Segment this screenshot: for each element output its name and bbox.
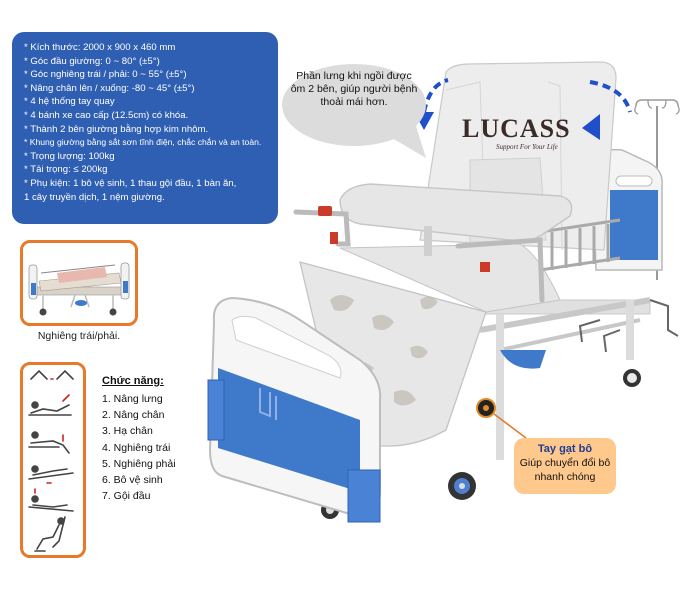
tilt-thumbnail	[20, 240, 138, 326]
raise-back-icon	[30, 369, 74, 380]
function-item: 3. Hạ chân	[102, 425, 153, 438]
function-item: 6. Bô vệ sinh	[102, 474, 163, 487]
spec-item: * Phụ kiện: 1 bô vệ sinh, 1 thau gội đầu…	[24, 177, 237, 189]
spec-item: * Trọng lượng: 100kg	[24, 150, 115, 162]
side-rail	[539, 218, 621, 272]
armrest-left	[293, 206, 351, 247]
tilt-right-icon	[28, 488, 74, 512]
functions-list: 1. Nâng lưng 2. Nâng chân 3. Hạ chân 4. …	[102, 391, 176, 504]
thumbnail-caption: Nghiêng trái/phải.	[37, 330, 121, 342]
spec-list: * Kích thước: 2000 x 900 x 460 mm * Góc …	[24, 41, 268, 204]
patient-reclining-icon	[28, 394, 72, 416]
function-item: 2. Nâng chân	[102, 409, 165, 422]
spec-item: * Kích thước: 2000 x 900 x 460 mm	[24, 42, 176, 53]
head-end-board	[591, 148, 663, 271]
spec-item: * Tải trọng: ≤ 200kg	[24, 164, 108, 176]
lever-indicator	[476, 398, 527, 439]
foot-end-board	[207, 296, 382, 523]
tilt-left-icon	[28, 465, 74, 484]
spec-item: * Góc nghiêng trái / phải: 0 ~ 55° (±5°)	[24, 69, 187, 81]
callout-text: Giúp chuyển đổi bô nhanh chóng	[519, 457, 611, 483]
tilted-bed-illustration	[28, 262, 130, 316]
function-item: 7. Gội đầu	[102, 490, 151, 503]
function-item: 4. Nghiêng trái	[102, 441, 171, 454]
function-pictograms	[28, 369, 74, 552]
functions-icon-card	[20, 362, 86, 558]
spec-item: 1 cây truyền dịch, 1 nệm giường.	[24, 191, 165, 203]
functions-title: Chức năng:	[102, 375, 164, 387]
rotate-arrow-icon	[589, 80, 632, 113]
lever-callout: Tay gạt bô Giúp chuyển đổi bô nhanh chón…	[514, 438, 616, 494]
spec-item: * 4 hệ thống tay quay	[24, 96, 115, 108]
spec-item: * Nâng chân lên / xuống: -80 ~ 45° (±5°)	[24, 82, 195, 94]
brand-tagline: Support For Your Life	[496, 143, 558, 151]
arrow-head-icon	[582, 114, 600, 140]
spec-item: * 4 bánh xe cao cấp (12.5cm) có khóa.	[24, 109, 189, 121]
legs-down-icon	[28, 431, 70, 454]
wheel-icon	[623, 369, 641, 387]
function-item: 1. Nâng lưng	[102, 393, 163, 405]
spec-item: * Thành 2 bên giường bằng hợp kim nhôm.	[24, 123, 209, 135]
armrest-right	[455, 237, 545, 303]
spec-item: * Góc đầu giường: 0 ~ 80° (±5°)	[24, 55, 160, 67]
crank-handle-icons	[578, 299, 679, 353]
wheel-icon	[448, 472, 476, 500]
spec-item: * Khung giường bằng sắt sơn tĩnh điện, c…	[24, 137, 262, 148]
overbed-table	[339, 183, 573, 256]
bedpan-icon	[500, 350, 546, 369]
function-item: 5. Nghiêng phải	[102, 457, 176, 470]
spec-panel: * Kích thước: 2000 x 900 x 460 mm * Góc …	[12, 32, 278, 224]
speech-bubble-text: Phần lưng khi ngồi được ôm 2 bên, giúp n…	[290, 70, 418, 109]
speech-bubble	[282, 64, 426, 146]
callout-title: Tay gạt bô	[537, 443, 593, 455]
patient-sitting-icon	[34, 516, 66, 552]
brand-logo: LUCASS	[462, 114, 571, 143]
